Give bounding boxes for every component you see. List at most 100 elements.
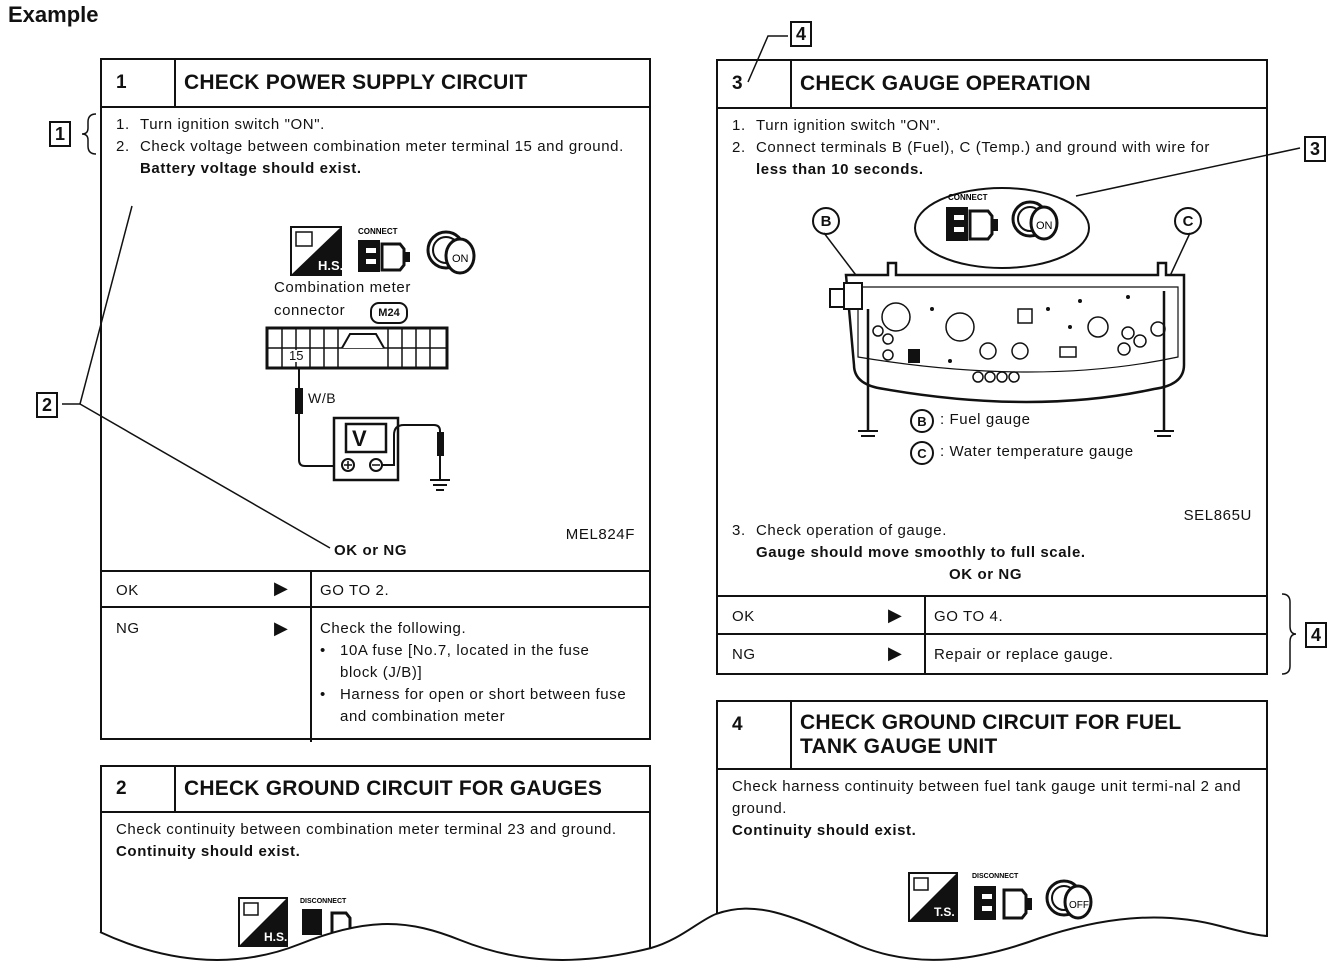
arrow-right-icon: ▶ bbox=[888, 643, 903, 663]
hs-icon-label: H.S. bbox=[264, 930, 287, 944]
instruction-text: Check voltage between combination meter … bbox=[140, 138, 624, 155]
marker-c: C bbox=[1174, 207, 1202, 235]
wire-color-label: W/B bbox=[308, 390, 337, 406]
bullet-text: Harness for open or short between fuse a… bbox=[340, 686, 627, 725]
step-1-heading: CHECK POWER SUPPLY CIRCUIT bbox=[184, 71, 528, 94]
result-label: OK bbox=[116, 582, 139, 599]
callout-2: 2 bbox=[36, 392, 58, 418]
connector-label: connector bbox=[274, 302, 346, 319]
step-3-instructions: 1. Turn ignition switch "ON". 2. Connect t… bbox=[732, 115, 1252, 181]
ok-or-ng-prompt: OK or NG bbox=[949, 566, 1023, 583]
hs-icon-label: H.S. bbox=[318, 258, 342, 273]
result-action: GO TO 2. bbox=[320, 582, 390, 599]
heading-line: CHECK GROUND CIRCUIT FOR FUEL bbox=[800, 711, 1182, 734]
arrow-right-icon: ▶ bbox=[274, 578, 289, 598]
step-3-header: 3 CHECK GAUGE OPERATION bbox=[718, 61, 1266, 109]
instruction-text: Connect terminals B (Fuel), C (Temp.) an… bbox=[756, 137, 1252, 181]
instruction-text: Check continuity between combination met… bbox=[116, 821, 617, 838]
item-number: 1. bbox=[732, 117, 746, 134]
terminal-number: 15 bbox=[289, 348, 304, 363]
ignition-on-icon: ON bbox=[424, 224, 480, 278]
step-2-header: 2 CHECK GROUND CIRCUIT FOR GAUGES bbox=[102, 767, 649, 813]
hs-icon: H.S. bbox=[238, 897, 288, 947]
connect-icon-label: CONNECT bbox=[358, 227, 398, 236]
step-1-box: 1 CHECK POWER SUPPLY CIRCUIT 1. Turn igni… bbox=[100, 58, 651, 742]
heading-line: TANK GAUGE UNIT bbox=[800, 735, 998, 758]
instruction-text-main: Connect terminals B (Fuel), C (Temp.) an… bbox=[756, 139, 1211, 156]
step-1-header: 1 CHECK POWER SUPPLY CIRCUIT bbox=[102, 60, 649, 108]
result-label: NG bbox=[116, 620, 140, 637]
ignition-off-icon: OFF bbox=[1044, 874, 1100, 924]
result-action: GO TO 4. bbox=[934, 608, 1004, 625]
step-3-heading: CHECK GAUGE OPERATION bbox=[800, 72, 1091, 95]
arrow-right-icon: ▶ bbox=[274, 618, 289, 638]
step-3-box: 3 CHECK GAUGE OPERATION 1. Turn ignition … bbox=[716, 59, 1268, 675]
figure-code: MEL824F bbox=[565, 526, 635, 543]
voltmeter-symbol: V bbox=[352, 426, 367, 451]
disconnect-icon: DISCONNECT bbox=[970, 870, 1036, 924]
legend-marker-b: B bbox=[910, 409, 934, 433]
step-3-number: 3 bbox=[718, 61, 792, 107]
step-1-instructions: 1. Turn ignition switch "ON". 2. Check vol… bbox=[116, 114, 635, 180]
result-action: Check the following. • 10A fuse [No.7, lo… bbox=[320, 618, 631, 728]
expected-result: Continuity should exist. bbox=[116, 843, 301, 860]
step-4-header: 4 CHECK GROUND CIRCUIT FOR FUEL TANK GAU… bbox=[718, 702, 1266, 770]
result-label: NG bbox=[732, 646, 756, 663]
item-number: 1. bbox=[116, 116, 130, 133]
connector-label: Combination meter bbox=[274, 279, 411, 296]
item-number: 2. bbox=[116, 138, 130, 155]
step-4-number: 4 bbox=[718, 702, 792, 768]
figure-code: SEL865U bbox=[1183, 507, 1252, 524]
instruction-text: Check operation of gauge. bbox=[756, 522, 947, 539]
expected-result: Battery voltage should exist. bbox=[140, 160, 362, 177]
connect-icon: CONNECT bbox=[942, 191, 1004, 245]
result-action-text: Check the following. bbox=[320, 620, 467, 637]
result-row-ok: OK ▶ GO TO 4. bbox=[718, 595, 1266, 635]
on-label: ON bbox=[1036, 220, 1053, 232]
step-2-number: 2 bbox=[102, 767, 176, 811]
step-1-number: 1 bbox=[102, 60, 176, 106]
off-label: OFF bbox=[1069, 900, 1089, 911]
callout-4-top: 4 bbox=[790, 21, 812, 47]
connect-icon-label: CONNECT bbox=[948, 193, 988, 202]
instruction-text: Turn ignition switch "ON". bbox=[756, 117, 941, 134]
legend-fuel-gauge: : Fuel gauge bbox=[940, 411, 1031, 428]
result-row-ng: NG ▶ Check the following. • 10A fuse [No.… bbox=[102, 606, 649, 742]
expected-result: Gauge should move smoothly to full scale… bbox=[756, 544, 1086, 561]
connect-icon: CONNECT bbox=[354, 226, 414, 276]
step-4-heading: CHECK GROUND CIRCUIT FOR FUEL TANK GAUGE… bbox=[800, 702, 1260, 768]
step-3-check: 3. Check operation of gauge. Gauge should… bbox=[732, 520, 1252, 586]
step-2-instructions: Check continuity between combination met… bbox=[116, 819, 635, 863]
instruction-text: Turn ignition switch "ON". bbox=[140, 116, 325, 133]
ts-icon-label: T.S. bbox=[934, 905, 955, 919]
arrow-right-icon: ▶ bbox=[888, 605, 903, 625]
item-number: 3. bbox=[732, 522, 746, 539]
step-4-instructions: Check harness continuity between fuel ta… bbox=[732, 776, 1252, 842]
legend-water-temp-gauge: : Water temperature gauge bbox=[940, 443, 1134, 460]
result-label: OK bbox=[732, 608, 755, 625]
hs-icon: H.S. bbox=[290, 226, 343, 276]
step-2-heading: CHECK GROUND CIRCUIT FOR GAUGES bbox=[184, 777, 603, 800]
instruction-text: Check harness continuity between fuel ta… bbox=[732, 778, 1242, 817]
torn-page-edge bbox=[0, 907, 1344, 974]
bullet-icon: • bbox=[320, 686, 326, 703]
ok-or-ng-prompt: OK or NG bbox=[334, 542, 408, 559]
on-label: ON bbox=[452, 253, 469, 265]
result-row-ok: OK ▶ GO TO 2. bbox=[102, 570, 649, 608]
result-action: Repair or replace gauge. bbox=[934, 646, 1114, 663]
ts-icon: T.S. bbox=[908, 872, 958, 922]
ignition-on-icon: ON bbox=[1010, 195, 1066, 245]
result-row-ng: NG ▶ Repair or replace gauge. bbox=[718, 633, 1266, 675]
connector-code-badge: M24 bbox=[370, 302, 408, 324]
callout-1: 1 bbox=[49, 121, 71, 147]
bullet-text: 10A fuse [No.7, located in the fuse bloc… bbox=[340, 642, 590, 681]
instruction-text-bold: less than 10 seconds. bbox=[756, 161, 924, 178]
expected-result: Continuity should exist. bbox=[732, 822, 917, 839]
disconnect-icon-label: DISCONNECT bbox=[300, 898, 347, 905]
voltage-check-diagram bbox=[265, 326, 450, 491]
callout-3: 3 bbox=[1304, 136, 1326, 162]
bullet-icon: • bbox=[320, 642, 326, 659]
item-number: 2. bbox=[732, 139, 746, 156]
combination-meter-diagram bbox=[823, 232, 1191, 437]
legend-marker-c: C bbox=[910, 441, 934, 465]
